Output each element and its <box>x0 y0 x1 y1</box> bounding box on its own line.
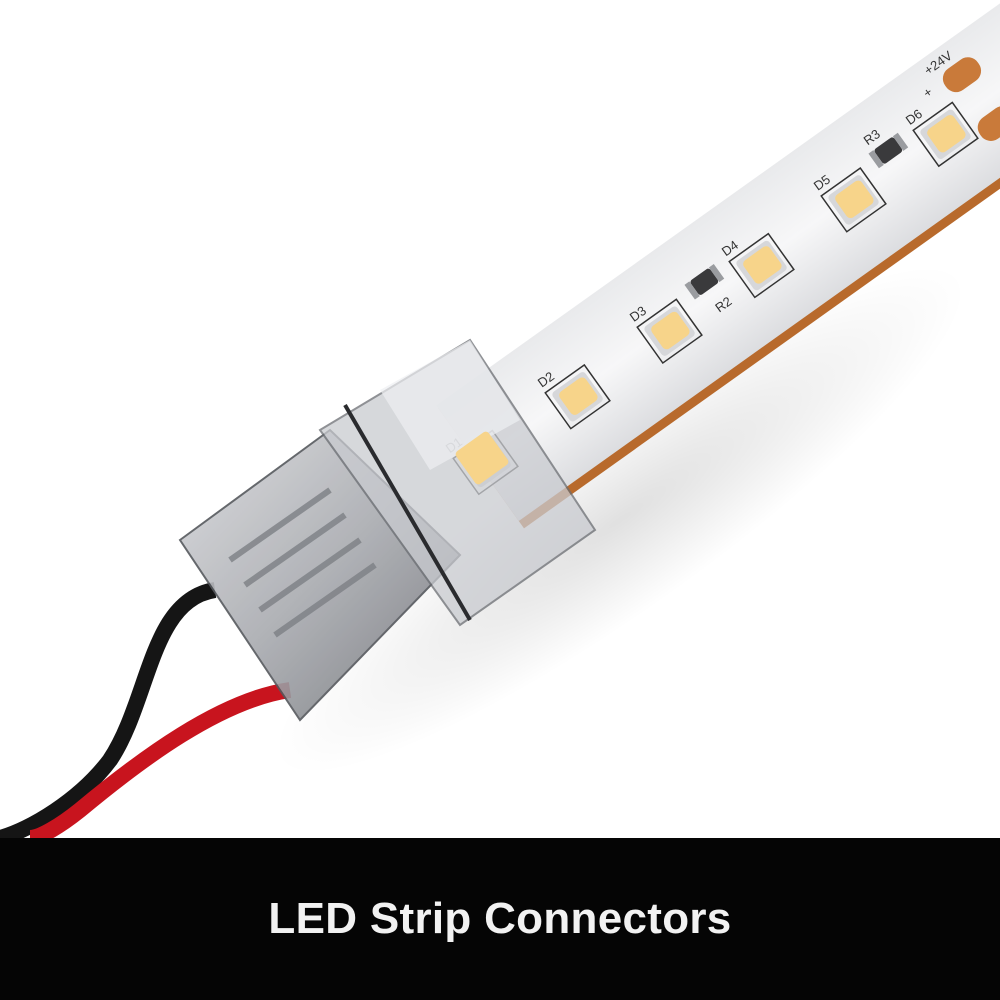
solder-pad <box>977 106 1000 141</box>
solder-pad <box>942 57 982 93</box>
led-d4: D4 <box>719 232 795 299</box>
wire-red <box>28 682 292 838</box>
led-d2: D2 <box>535 363 611 430</box>
strip-connector <box>178 338 597 722</box>
led-strip-photo: D1D2D3D4D5D6 +24V + - R2 R3 <box>0 0 1000 838</box>
shadow <box>274 265 966 775</box>
caption-title: LED Strip Connectors <box>268 894 732 943</box>
led-inside-connector <box>455 431 509 485</box>
wire-black <box>0 582 217 838</box>
caption-bar: LED Strip Connectors <box>0 838 1000 1000</box>
led-d5: D5 <box>811 167 887 233</box>
